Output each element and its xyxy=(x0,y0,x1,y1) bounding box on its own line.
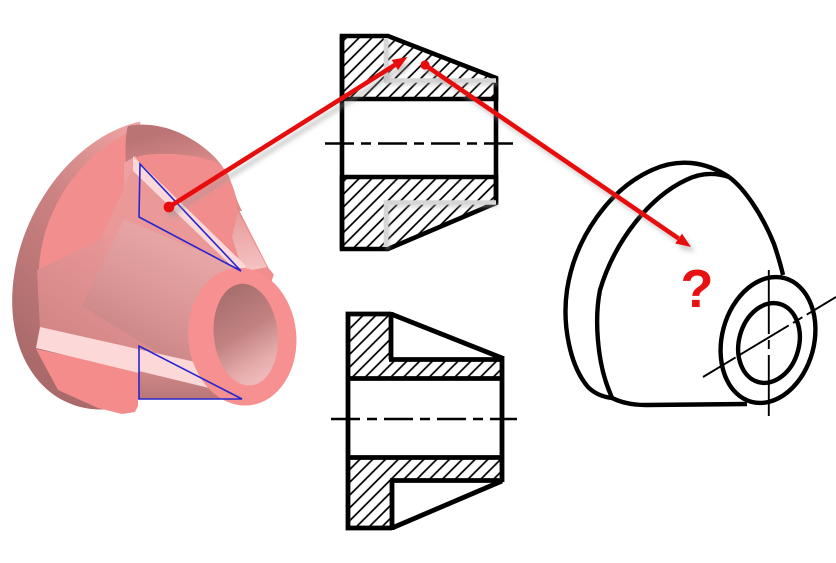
svg-text:?: ? xyxy=(681,259,714,319)
